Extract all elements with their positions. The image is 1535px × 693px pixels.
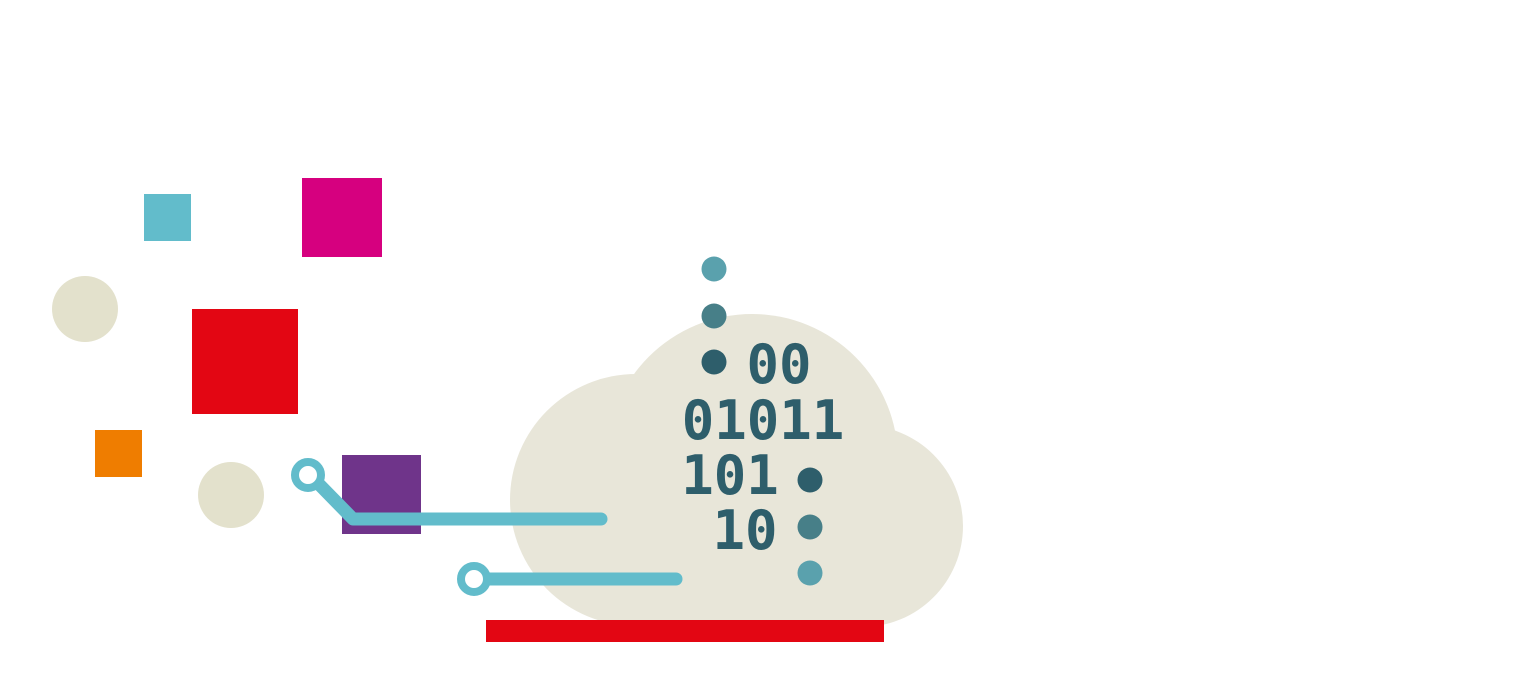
data-dot: [701, 349, 727, 375]
data-dot: [701, 256, 727, 282]
circuit-line-upper: [291, 458, 608, 526]
data-dot: [797, 467, 823, 493]
beige-dot-bottom: [198, 462, 264, 528]
binary-line-4: 10: [712, 499, 777, 562]
red-square: [192, 309, 298, 414]
data-dot: [797, 514, 823, 540]
data-dot: [797, 560, 823, 586]
binary-line-3: 101: [681, 444, 779, 507]
binary-line-1: 00: [746, 333, 811, 396]
orange-square: [95, 430, 142, 477]
magenta-square: [302, 178, 382, 257]
red-base-bar: [486, 620, 884, 642]
circuit-line-lower: [457, 562, 683, 596]
teal-square: [144, 194, 191, 241]
binary-line-2: 01011: [682, 389, 845, 452]
data-dot: [701, 303, 727, 329]
beige-dot-top: [52, 276, 118, 342]
cloud-shape: [510, 314, 963, 627]
